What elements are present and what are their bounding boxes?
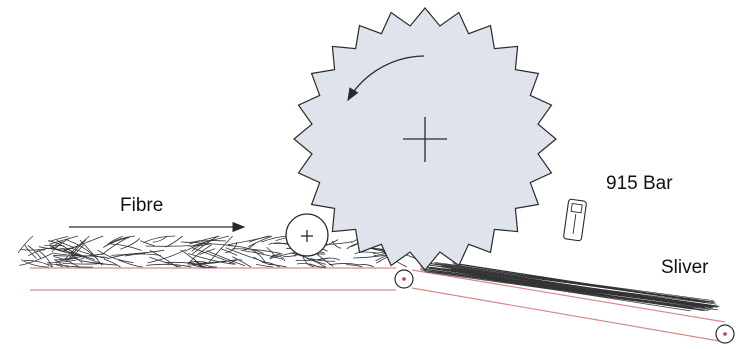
fibre-strand bbox=[117, 259, 143, 268]
fibre-strand bbox=[47, 263, 64, 268]
fibre-label: Fibre bbox=[120, 195, 164, 216]
fibre-strand bbox=[67, 239, 98, 260]
fibre-strand bbox=[72, 254, 108, 258]
fibre-strand bbox=[55, 257, 78, 264]
fibre-strand bbox=[228, 245, 264, 254]
fibre-strand bbox=[187, 243, 211, 247]
fibre-strand bbox=[152, 235, 168, 243]
fibre-strand bbox=[328, 263, 360, 266]
fibre-strand bbox=[69, 244, 84, 260]
fibre-strand bbox=[145, 245, 189, 247]
fibre-strand bbox=[268, 263, 287, 268]
fibre-strand bbox=[107, 235, 123, 245]
fibre-strand bbox=[194, 260, 217, 268]
fibre-strand bbox=[149, 250, 178, 268]
fibre-strand bbox=[346, 264, 363, 268]
belt-pulley-right bbox=[715, 324, 735, 344]
fibre-strand bbox=[111, 249, 165, 256]
fibre-strand bbox=[19, 252, 53, 266]
fibre-strand bbox=[227, 235, 271, 246]
fibre-strand bbox=[184, 243, 206, 252]
fibre-strand bbox=[165, 235, 183, 248]
cylinder-center-cross-icon bbox=[403, 117, 447, 162]
fibre-strand bbox=[17, 235, 34, 253]
fibre-strand bbox=[64, 235, 90, 260]
fibre-strand bbox=[220, 248, 238, 256]
fibre-strand bbox=[191, 238, 213, 252]
fibre-strand bbox=[272, 255, 286, 262]
fibre-strand bbox=[49, 235, 79, 245]
fibre-strand bbox=[143, 235, 176, 244]
fibre-strand bbox=[200, 240, 227, 242]
fibre-strand bbox=[44, 244, 65, 247]
fibre-strand bbox=[56, 240, 75, 248]
fibre-strand bbox=[147, 249, 186, 264]
fibre-strand bbox=[110, 243, 142, 251]
fibre-strand bbox=[302, 256, 315, 268]
fibre-strand bbox=[225, 247, 266, 263]
bar-label: 915 Bar bbox=[606, 173, 673, 194]
fibre-strand bbox=[193, 258, 206, 268]
fibre-strand bbox=[228, 259, 243, 265]
fibre-strand bbox=[248, 235, 273, 247]
fibre-strand bbox=[20, 259, 49, 268]
fibre-strand bbox=[241, 250, 284, 260]
conveyor-belt-lines bbox=[30, 267, 726, 343]
feed-roller-center-icon bbox=[301, 230, 313, 242]
fibre-strand bbox=[146, 263, 192, 268]
fibre-strand bbox=[125, 253, 162, 257]
fibre-strand bbox=[310, 258, 336, 262]
sliver-strands bbox=[420, 261, 720, 312]
fibre-strand bbox=[187, 244, 213, 265]
fibre-strand bbox=[59, 246, 78, 250]
fibre-strand bbox=[104, 237, 130, 247]
fibre-strand bbox=[97, 249, 134, 263]
fibre-strand bbox=[192, 235, 219, 255]
sliver-strand bbox=[442, 268, 718, 308]
fibre-strand bbox=[206, 250, 246, 267]
fibre-strand bbox=[52, 252, 68, 255]
fibre-strand bbox=[79, 239, 103, 266]
fibre-strand bbox=[199, 248, 216, 255]
fibre-strand bbox=[187, 259, 237, 266]
fibre-strand bbox=[101, 237, 128, 256]
fibre-strand bbox=[332, 240, 342, 249]
sliver-strand bbox=[457, 267, 713, 308]
sliver-strand bbox=[446, 271, 709, 311]
fibre-strand bbox=[53, 254, 81, 257]
fibre-strand bbox=[140, 240, 155, 247]
fibre-strand bbox=[69, 247, 106, 259]
fibre-strand bbox=[164, 261, 204, 268]
fibre-strand bbox=[358, 264, 374, 268]
fibre-strand bbox=[55, 263, 93, 268]
fibre-strand bbox=[120, 237, 141, 250]
fibre-strand bbox=[316, 257, 340, 261]
fibre-strand bbox=[256, 264, 274, 268]
fibre-strand bbox=[51, 237, 71, 252]
feed-roller bbox=[285, 213, 329, 257]
fibre-strand bbox=[191, 247, 237, 265]
fibre-strand bbox=[232, 256, 252, 268]
fibre-strand bbox=[54, 253, 105, 261]
sliver-strand bbox=[452, 262, 701, 302]
fibre-strand bbox=[48, 236, 69, 243]
rotation-arrow-icon bbox=[347, 55, 425, 102]
fibre-strand bbox=[28, 249, 46, 257]
fibre-strand bbox=[24, 244, 37, 259]
fibre-strand bbox=[24, 260, 53, 268]
sliver-label: Sliver bbox=[661, 257, 709, 278]
sliver-strand bbox=[428, 262, 694, 301]
bar-gauge-icon bbox=[563, 198, 587, 242]
fibre-strand bbox=[290, 252, 326, 268]
fibre-strand bbox=[207, 235, 233, 264]
fibre-strand bbox=[27, 245, 42, 259]
fibre-strand bbox=[232, 248, 281, 254]
fibre-strand bbox=[354, 251, 379, 255]
fibre-strand bbox=[251, 249, 266, 263]
fibre-strand bbox=[80, 260, 118, 266]
belt-pulley-left bbox=[394, 269, 414, 289]
fibre-strand bbox=[103, 258, 121, 268]
